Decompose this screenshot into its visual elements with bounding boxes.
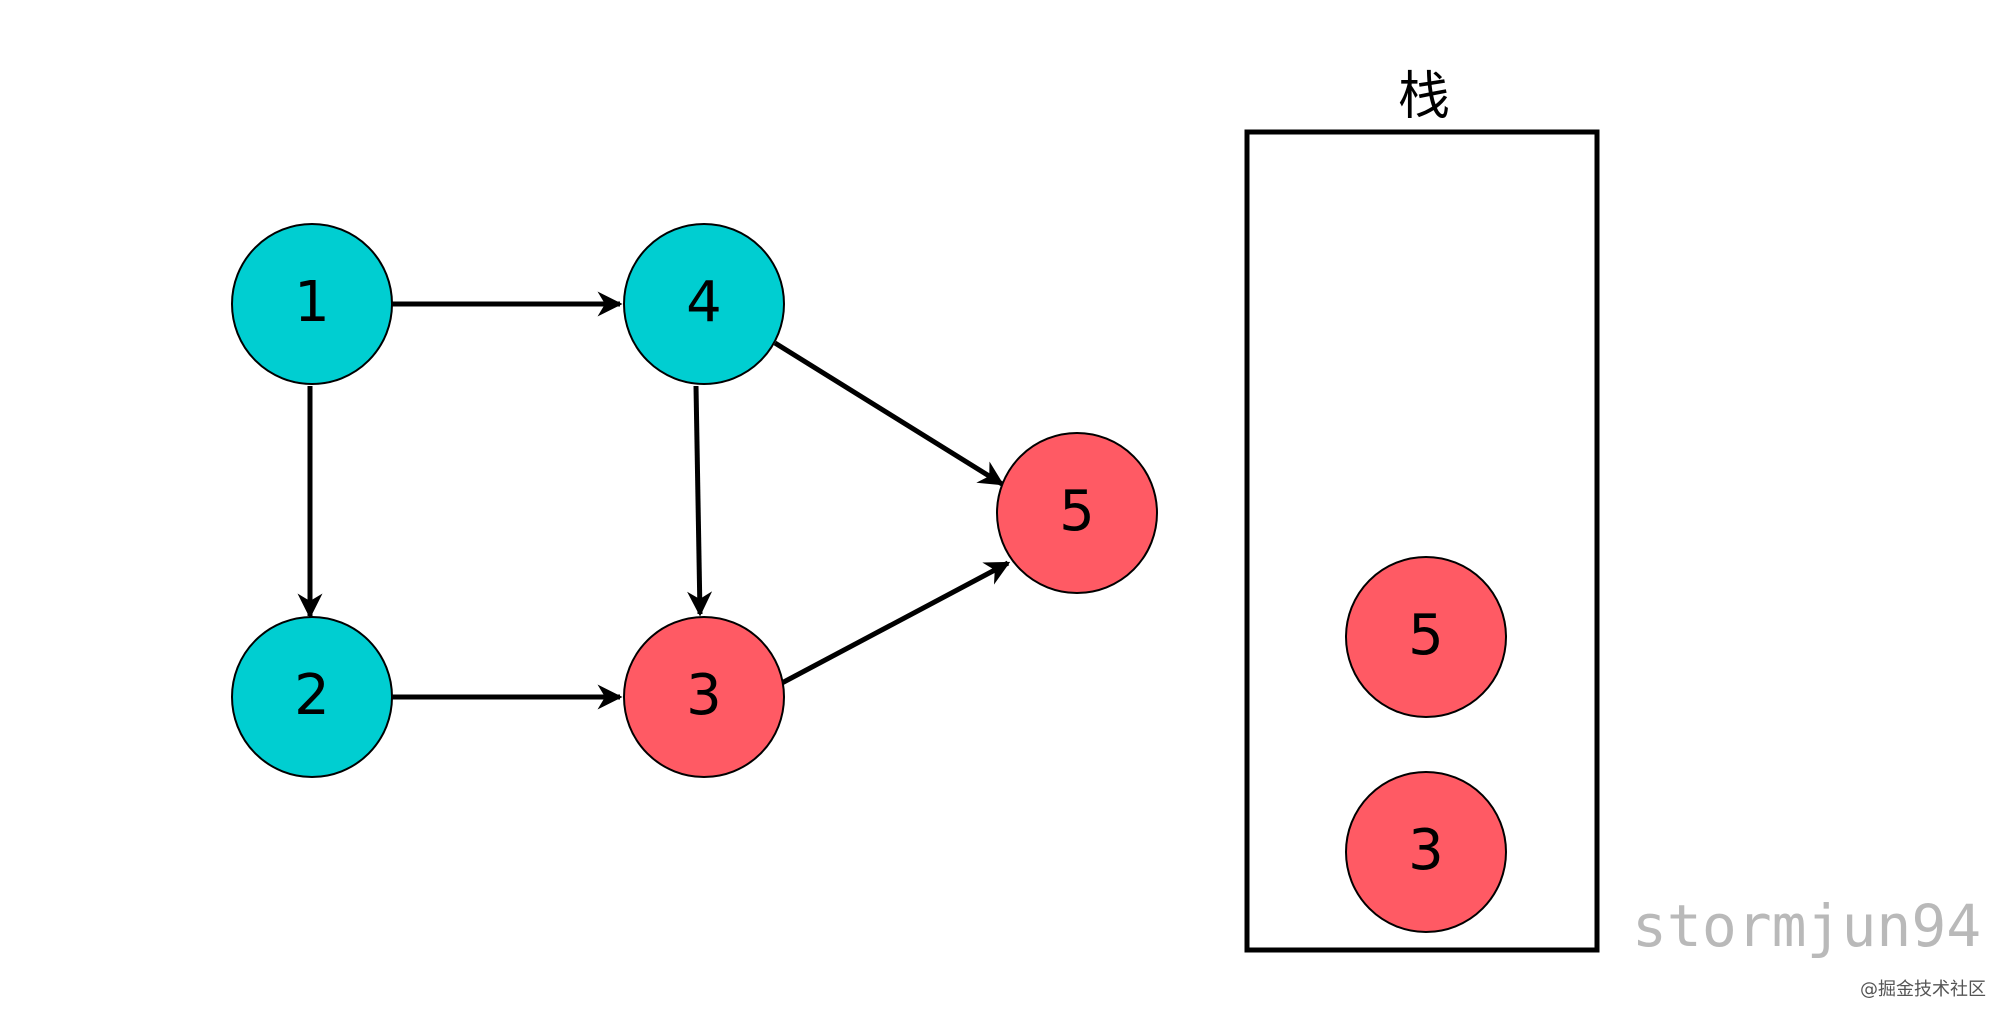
stack-item: 5 [1345, 556, 1507, 718]
graph-node-2: 2 [231, 616, 393, 778]
stack-item-label: 3 [1408, 818, 1444, 883]
node-label: 2 [294, 663, 330, 728]
stack-item: 3 [1345, 771, 1507, 933]
watermark-text: stormjun94 [1632, 892, 1981, 960]
node-label: 4 [686, 270, 722, 335]
node-label: 5 [1059, 479, 1095, 544]
edge-3-5 [778, 560, 1011, 687]
stack-container [1244, 129, 1600, 953]
edge-4-3 [687, 385, 713, 617]
credit-text: @掘金技术社区 [1860, 979, 1986, 1000]
node-label: 1 [294, 270, 330, 335]
graph-node-5: 5 [996, 432, 1158, 594]
stack-item-label: 5 [1408, 603, 1444, 668]
stack-title: 栈 [1398, 67, 1450, 127]
graph-node-3: 3 [623, 616, 785, 778]
graph-node-1: 1 [231, 223, 393, 385]
graph-node-4: 4 [623, 223, 785, 385]
node-label: 3 [686, 663, 722, 728]
edge-4-5 [773, 340, 1005, 487]
